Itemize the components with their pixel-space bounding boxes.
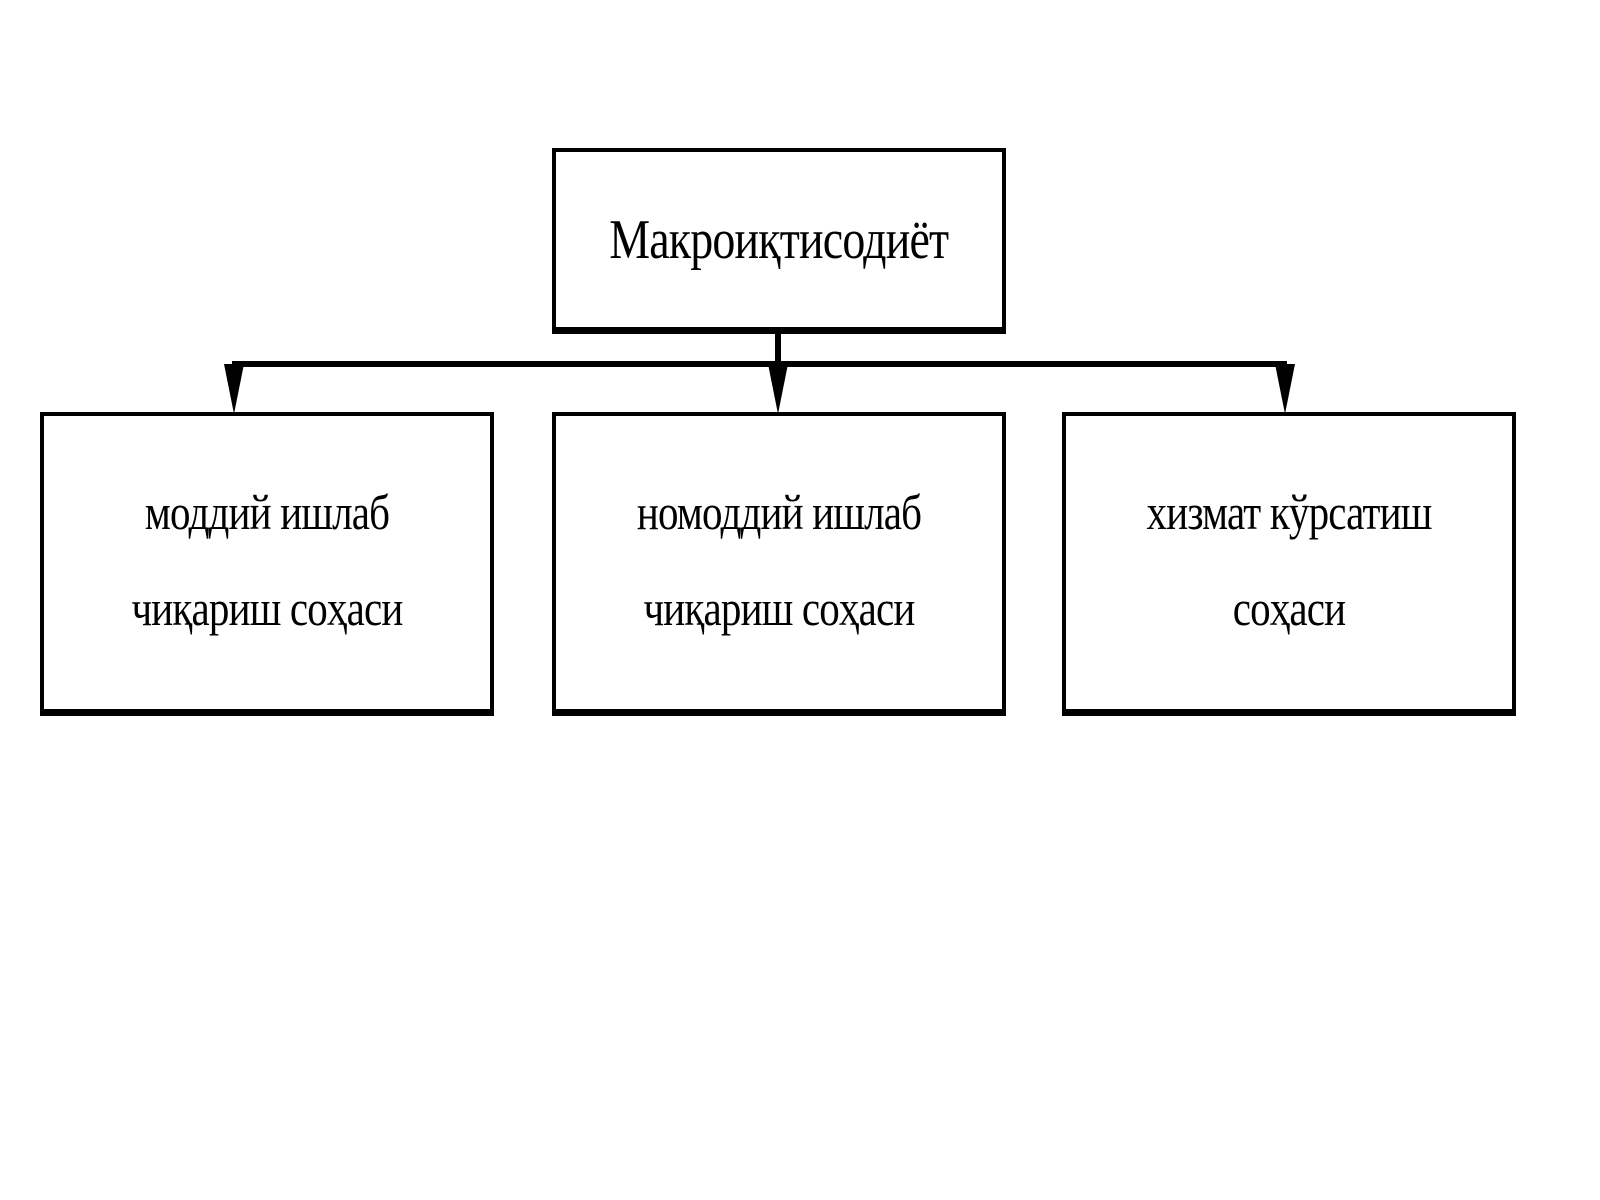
arrowhead-right-icon: [1275, 364, 1295, 414]
child-node-services: хизмат кўрсатиш соҳаси: [1062, 412, 1516, 716]
arrowhead-middle-icon: [768, 364, 788, 414]
arrowhead-left-icon: [224, 364, 244, 414]
child-node-label: номоддий ишлаб чиқариш соҳаси: [636, 484, 922, 636]
child-node-material-production: моддий ишлаб чиқариш соҳаси: [40, 412, 494, 716]
root-node: Макроиқтисодиёт: [552, 148, 1006, 334]
child-node-label: хизмат кўрсатиш соҳаси: [1146, 484, 1433, 636]
child-node-label: моддий ишлаб чиқариш соҳаси: [131, 484, 403, 636]
root-node-label: Макроиқтисодиёт: [609, 208, 949, 271]
child-node-nonmaterial-production: номоддий ишлаб чиқариш соҳаси: [552, 412, 1006, 716]
